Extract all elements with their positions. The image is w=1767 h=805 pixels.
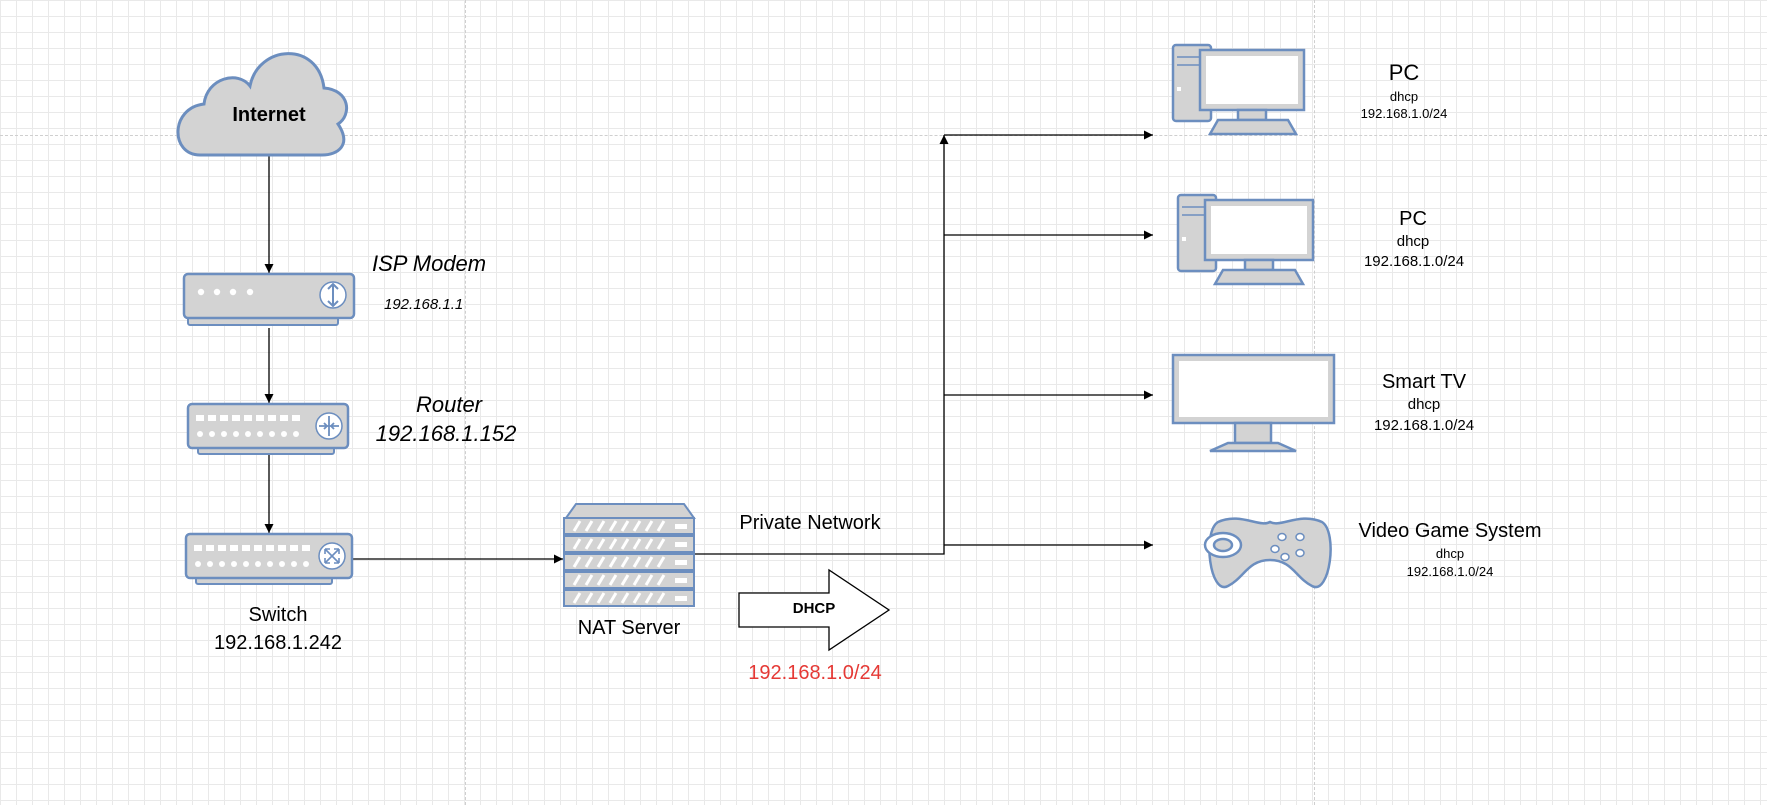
client-name: Video Game System	[1358, 520, 1542, 542]
client-mode: dhcp	[1407, 396, 1441, 413]
desktop-pc-icon[interactable]	[1171, 43, 1306, 136]
connectors	[264, 130, 1153, 564]
dhcp-label: DHCP	[792, 600, 836, 617]
nat-server-title: NAT Server	[577, 617, 681, 639]
router-icon[interactable]	[186, 402, 350, 455]
gamepad-icon[interactable]	[1203, 517, 1332, 589]
router-ip: 192.168.1.152	[375, 421, 517, 446]
client-subnet: 192.168.1.0/24	[1373, 417, 1475, 434]
server-icon[interactable]	[563, 503, 696, 607]
page-guide-horizontal	[0, 135, 1767, 136]
dhcp-arrow-shape[interactable]	[738, 568, 891, 652]
client-name: PC	[1388, 60, 1420, 85]
modem-icon[interactable]	[182, 272, 356, 326]
cloud-icon[interactable]	[176, 52, 348, 157]
private-network-label: Private Network	[739, 512, 881, 534]
client-name: Smart TV	[1381, 371, 1467, 393]
router-title: Router	[415, 392, 483, 417]
edge-nat-bus[interactable]	[694, 135, 949, 555]
page-guide-vertical	[465, 0, 466, 805]
client-name: PC	[1399, 208, 1427, 230]
client-mode: dhcp	[1435, 546, 1465, 561]
switch-icon[interactable]	[184, 532, 354, 585]
client-mode: dhcp	[1396, 233, 1430, 250]
dhcp-subnet: 192.168.1.0/24	[748, 662, 882, 684]
monitor-icon[interactable]	[1171, 353, 1336, 453]
switch-title: Switch	[248, 604, 308, 626]
client-subnet: 192.168.1.0/24	[1363, 253, 1465, 270]
client-subnet: 192.168.1.0/24	[1360, 106, 1448, 121]
desktop-pc-icon[interactable]	[1176, 193, 1315, 286]
internet-label: Internet	[232, 104, 306, 126]
modem-ip: 192.168.1.1	[384, 296, 464, 313]
switch-ip: 192.168.1.242	[214, 632, 342, 654]
client-mode: dhcp	[1389, 89, 1419, 104]
modem-title: ISP Modem	[372, 251, 487, 276]
client-subnet: 192.168.1.0/24	[1406, 564, 1494, 579]
